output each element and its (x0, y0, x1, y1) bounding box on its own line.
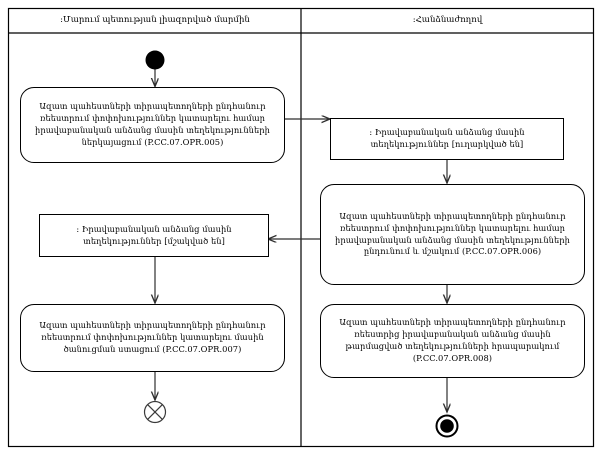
initial-node (145, 50, 165, 70)
swimlane-title-left: :Մարում պետության լիազորված մարմին (60, 15, 250, 25)
swimlane-title-right: :Հանձնաժողով (412, 15, 483, 25)
action-node-opr-008-label: Ազատ պահեստների տիրապետողների ընդհանուր … (339, 317, 566, 363)
flow-final-node (143, 400, 167, 424)
object-node-legal-entities-sent-label: : Իրավաբանական անձանց մասին տեղեկություն… (369, 127, 525, 149)
object-node-legal-entities-sent[interactable]: : Իրավաբանական անձանց մասին տեղեկություն… (330, 118, 564, 160)
object-node-legal-entities-processed[interactable]: : Իրավաբանական անձանց մասին տեղեկություն… (39, 214, 269, 257)
object-node-legal-entities-processed-label: : Իրավաբանական անձանց մասին տեղեկություն… (76, 223, 232, 246)
action-node-opr-007-label: Ազատ պահեստների տիրապետողների ընդհանուր … (39, 320, 266, 354)
diagram-frame (7, 7, 595, 448)
action-node-opr-007[interactable]: Ազատ պահեստների տիրապետողների ընդհանուր … (20, 304, 285, 372)
action-node-opr-006[interactable]: Ազատ պահեստների տիրապետողների ընդհանուր … (320, 184, 585, 285)
action-node-opr-005[interactable]: Ազատ պահեստների տիրապետողների ընդհանուր … (20, 87, 285, 163)
action-node-opr-006-label: Ազատ պահեստների տիրապետողների ընդհանուր … (335, 210, 570, 257)
action-node-opr-005-label: Ազատ պահեստների տիրապետողների ընդհանուր … (35, 101, 270, 147)
activity-final-node (435, 414, 459, 438)
action-node-opr-008[interactable]: Ազատ պահեստների տիրապետողների ընդհանուր … (320, 304, 585, 378)
